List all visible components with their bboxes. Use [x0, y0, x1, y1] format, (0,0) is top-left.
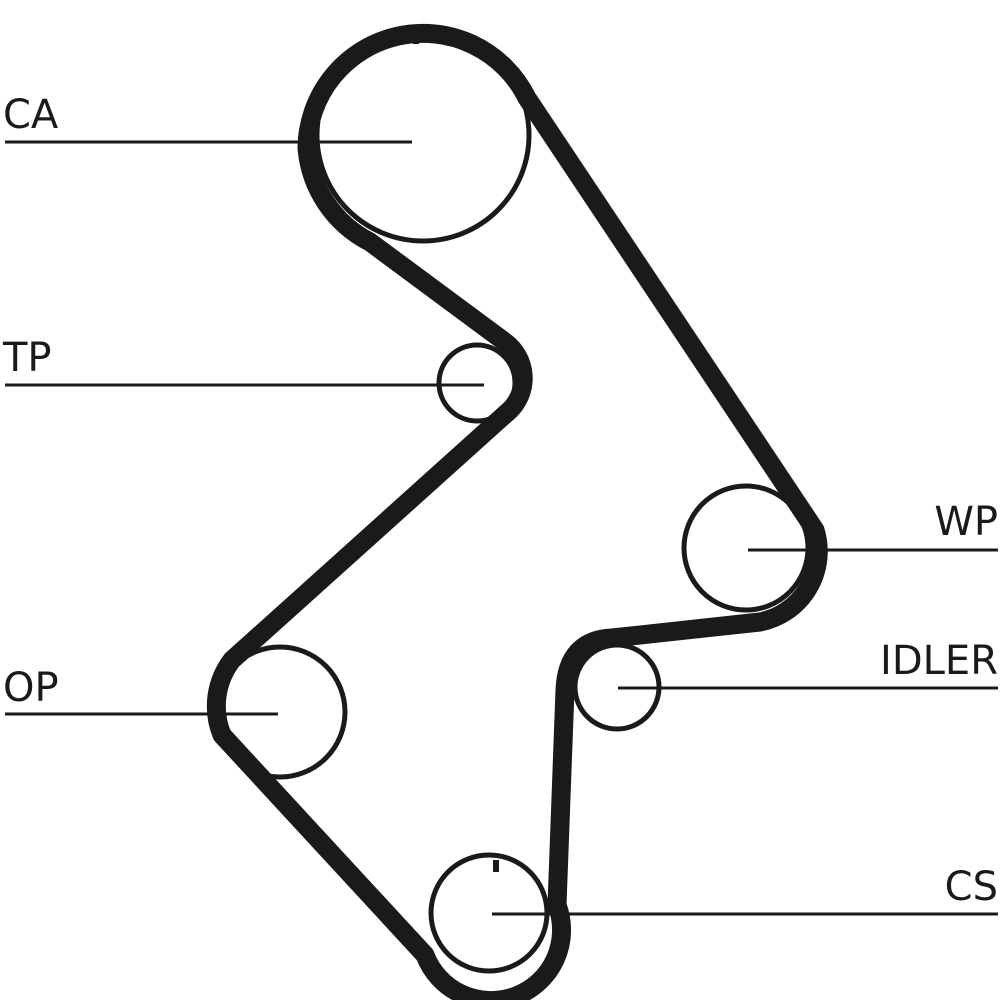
pulley-wp — [681, 483, 811, 613]
label-tp: TP — [3, 335, 52, 381]
label-cs: CS — [944, 864, 998, 910]
timing-belt — [206, 23, 828, 1000]
label-wp: WP — [934, 499, 998, 545]
pulley-ca — [314, 26, 532, 244]
pulley-op — [212, 644, 348, 780]
pulley-cs-timing-mark — [493, 860, 499, 872]
label-ca: CA — [3, 92, 59, 138]
pulley-tp — [436, 342, 518, 424]
label-idler: IDLER — [880, 638, 998, 684]
pulley-ca-timing-mark — [413, 30, 419, 44]
label-op: OP — [3, 665, 59, 711]
